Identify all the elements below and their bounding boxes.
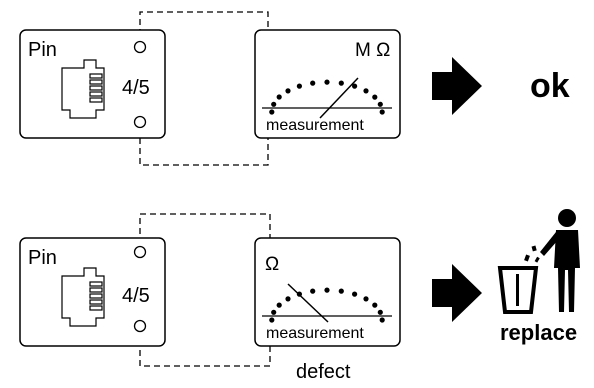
gauge-dot — [269, 317, 275, 323]
meter-label: measurement — [266, 117, 364, 134]
result-replace: replace — [500, 320, 577, 345]
pin-box: Pin 4/5 — [19, 237, 166, 347]
meter-gauge-icon — [262, 77, 392, 119]
test-point-top — [133, 245, 147, 259]
pin-label: Pin — [28, 247, 57, 269]
dashed-wire-bottom — [139, 330, 271, 367]
row-defect: Pin 4/5 Ω — [19, 209, 580, 383]
gauge-dot — [269, 109, 275, 115]
test-point-top — [133, 40, 147, 54]
rj45-port-icon — [61, 59, 105, 119]
gauge-dot — [324, 79, 330, 85]
meter-label: measurement — [266, 325, 364, 342]
pin-number: 4/5 — [122, 285, 150, 307]
dashed-wire-bottom — [139, 128, 269, 166]
gauge-dot — [276, 302, 282, 308]
gauge-dot — [352, 83, 358, 89]
pin-box: Pin 4/5 — [19, 29, 166, 139]
row-ok: Pin 4/5 M Ω — [19, 11, 570, 166]
pin-label: Pin — [28, 39, 57, 61]
gauge-dot — [271, 101, 277, 107]
gauge-dot — [310, 288, 316, 294]
meter-unit: M Ω — [355, 40, 390, 61]
right-arrow-icon — [432, 57, 482, 115]
gauge-dot — [363, 296, 369, 302]
test-point-bottom — [133, 115, 147, 129]
result-ok: ok — [530, 67, 570, 105]
gauge-dot — [352, 291, 358, 297]
test-point-bottom — [133, 319, 147, 333]
dashed-wire-top — [139, 213, 271, 244]
gauge-dot — [296, 83, 302, 89]
meter-box: M Ω measurement — [254, 29, 401, 139]
dashed-wire-top — [139, 11, 269, 45]
gauge-dot — [285, 88, 291, 94]
meter-gauge-icon — [262, 283, 392, 323]
gauge-needle — [287, 283, 329, 323]
gauge-dot — [372, 94, 378, 100]
gauge-scale-dots — [269, 79, 385, 115]
gauge-dot — [372, 302, 378, 308]
gauge-dot — [377, 101, 383, 107]
meter-unit: Ω — [265, 254, 279, 275]
gauge-dot — [379, 317, 385, 323]
gauge-dot — [271, 309, 277, 315]
defect-label: defect — [296, 361, 351, 383]
gauge-dot — [324, 287, 330, 293]
meter-box: Ω measurement — [254, 237, 401, 347]
trash-replace-icon — [497, 209, 580, 314]
rj45-port-icon — [61, 267, 105, 327]
gauge-dot — [338, 288, 344, 294]
gauge-needle — [319, 77, 359, 119]
gauge-dot — [338, 80, 344, 86]
gauge-dot — [377, 309, 383, 315]
gauge-dot — [285, 296, 291, 302]
pin-number: 4/5 — [122, 77, 150, 99]
gauge-dot — [276, 94, 282, 100]
gauge-dot — [310, 80, 316, 86]
right-arrow-icon — [432, 264, 482, 322]
gauge-dot — [363, 88, 369, 94]
gauge-dot — [379, 109, 385, 115]
